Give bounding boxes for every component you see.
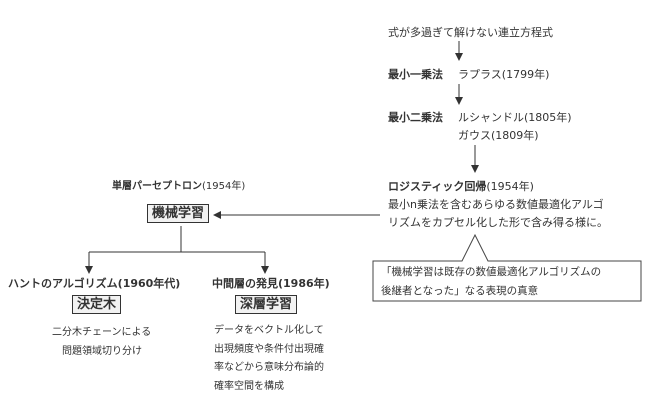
logistic-year: (1954年) (486, 180, 534, 193)
ml-header-title: 単層パーセプトロン (112, 181, 202, 192)
least1-label: 最小一乗法 (388, 68, 443, 81)
left-branch-desc-2: 問題領域切り分け (62, 346, 142, 357)
right-branch-desc-1: データをベクトル化して (214, 325, 324, 336)
deep-learning-box: 深層学習 (235, 295, 298, 314)
chain-top-text: 式が多過ぎて解けない連立方程式 (388, 26, 553, 39)
decision-tree-box: 決定木 (72, 295, 122, 314)
right-branch-title: 中間層の発見(1986年) (212, 277, 330, 290)
least1-name: ラプラス(1799年) (458, 68, 550, 81)
left-branch-desc-1: 二分木チェーンによる (52, 327, 152, 338)
right-branch-desc-4: 確率空間を構成 (214, 381, 284, 392)
ml-header-year: (1954年) (202, 181, 246, 192)
logistic-heading: ロジスティック回帰(1954年) (388, 181, 534, 192)
callout-bubble (372, 233, 642, 302)
least2-name2: ガウス(1809年) (458, 129, 539, 142)
logistic-desc-1: 最小n乗法を含むあらゆる数値最適化アルゴ (388, 198, 604, 211)
callout-line-1: 「機械学習は既存の数値最適化アルゴリズムの (381, 266, 602, 278)
ml-box: 機械学習 (147, 204, 210, 223)
least2-name1: ルシャンドル(1805年) (458, 111, 572, 124)
logistic-title: ロジスティック回帰 (388, 180, 487, 193)
least2-label: 最小二乗法 (388, 111, 443, 124)
ml-header: 単層パーセプトロン(1954年) (112, 182, 245, 192)
logistic-desc-2: リズムをカプセル化した形で含み得る様に。 (388, 216, 608, 229)
right-branch-desc-2: 出現頻度や条件付出現確 (214, 344, 324, 355)
left-branch-title: ハントのアルゴリズム(1960年代) (8, 277, 181, 290)
callout-line-2: 後継者となった」なる表現の真意 (381, 285, 539, 297)
right-branch-desc-3: 率などから意味分布論的 (214, 362, 324, 373)
